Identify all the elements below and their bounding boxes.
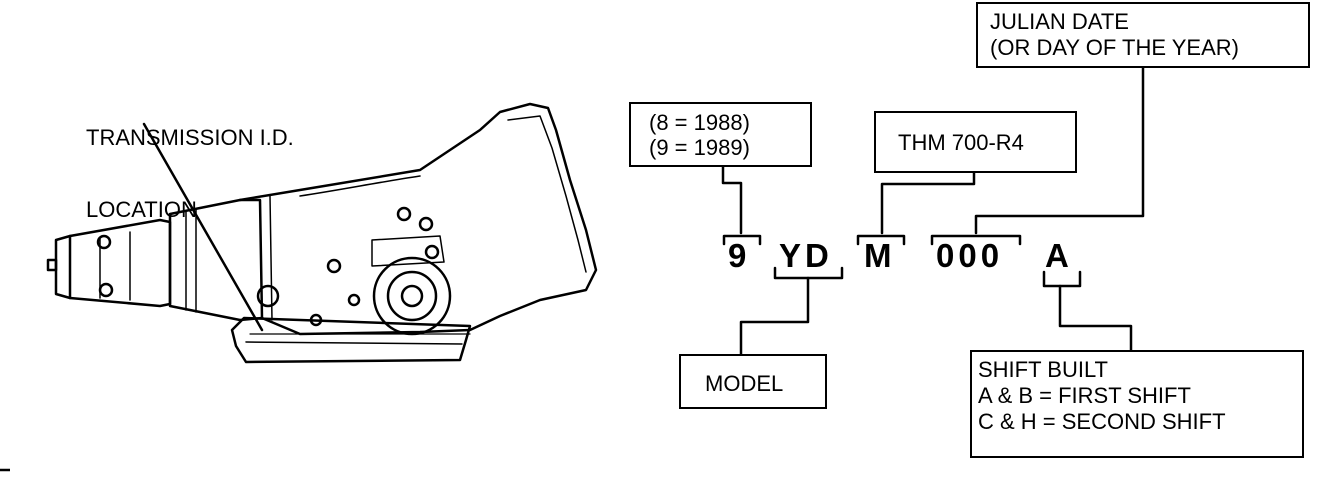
- model-name-box: THM 700-R4: [874, 111, 1077, 173]
- code-model: YD: [779, 237, 833, 274]
- shift-line-3: C & H = SECOND SHIFT: [978, 409, 1226, 434]
- shift-built-box: SHIFT BUILT A & B = FIRST SHIFT C & H = …: [970, 350, 1304, 458]
- code-julian: 000: [936, 237, 1004, 274]
- year-box-line-2: (9 = 1989): [649, 135, 750, 160]
- year-box: (8 = 1988) (9 = 1989): [629, 102, 812, 167]
- transmission-illustration: [46, 102, 598, 364]
- code-year: 9: [728, 237, 751, 274]
- code-model-name: M: [864, 237, 896, 274]
- julian-line-2: (OR DAY OF THE YEAR): [990, 35, 1239, 60]
- callout-line-2: LOCATION: [86, 197, 197, 222]
- transmission-id-callout: TRANSMISSION I.D. LOCATION: [86, 78, 294, 246]
- callout-line-1: TRANSMISSION I.D.: [86, 125, 294, 150]
- year-box-line-1: (8 = 1988): [649, 110, 750, 135]
- model-box: MODEL: [679, 354, 827, 409]
- shift-line-2: A & B = FIRST SHIFT: [978, 383, 1191, 408]
- transmission-id-leader: [142, 122, 264, 332]
- code-shift: A: [1045, 237, 1073, 274]
- model-name-label: THM 700-R4: [898, 130, 1024, 155]
- julian-line-1: JULIAN DATE: [990, 9, 1129, 34]
- shift-line-1: SHIFT BUILT: [978, 357, 1108, 382]
- model-label: MODEL: [705, 371, 784, 396]
- julian-date-box: JULIAN DATE (OR DAY OF THE YEAR): [976, 2, 1310, 68]
